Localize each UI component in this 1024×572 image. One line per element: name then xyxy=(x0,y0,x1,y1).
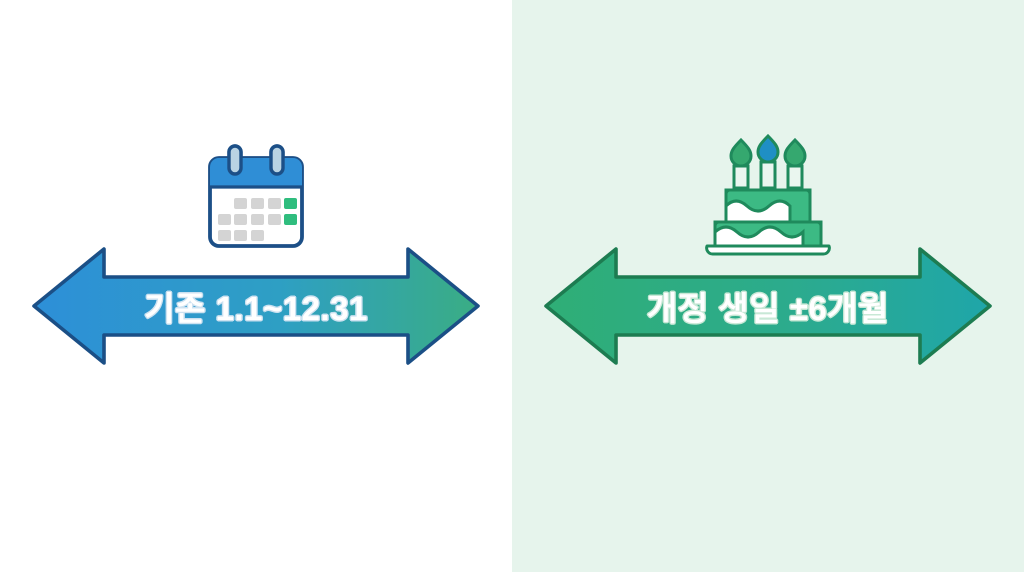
cake-icon-container xyxy=(512,132,1024,258)
panel-after: 개정 생일 ±6개월 xyxy=(512,0,1024,572)
panel-before: 기존 1.1~12.31 xyxy=(0,142,512,369)
arrow-before-container: 기존 1.1~12.31 xyxy=(0,243,512,369)
double-arrow-before xyxy=(32,247,480,365)
calendar-icon-container xyxy=(0,142,512,254)
birthday-cake-icon xyxy=(705,133,831,256)
double-arrow-after xyxy=(544,247,992,365)
arrow-after-container: 개정 생일 ±6개월 xyxy=(512,243,1024,369)
calendar-icon xyxy=(208,144,304,248)
